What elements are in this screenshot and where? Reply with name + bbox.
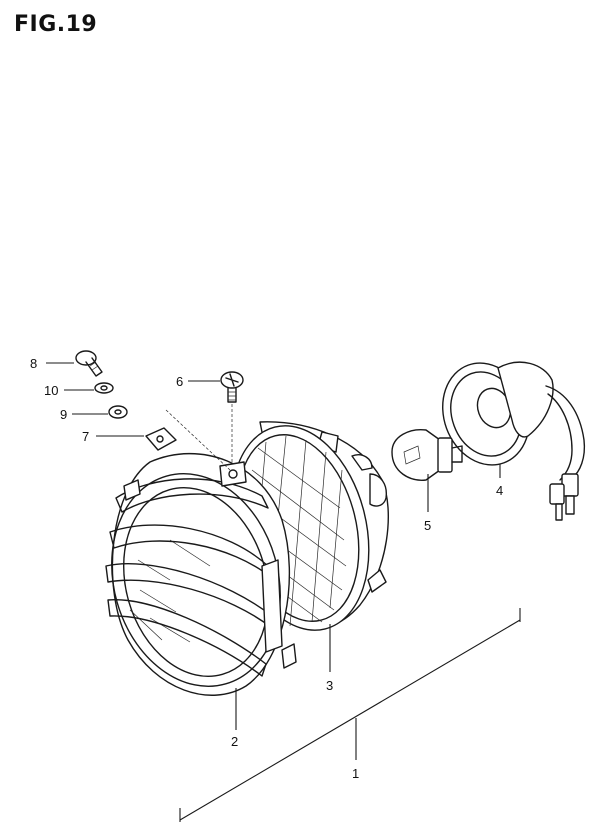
callout-labels: 8 10 9 7 6 4 5 3 2 1 <box>30 356 503 781</box>
screw-6-part[interactable] <box>220 371 244 462</box>
bulb-socket-part[interactable] <box>429 351 586 521</box>
callout-9: 9 <box>60 407 67 422</box>
callout-4: 4 <box>496 483 503 498</box>
callout-6: 6 <box>176 374 183 389</box>
callout-3: 3 <box>326 678 333 693</box>
bulb-part[interactable] <box>391 429 463 481</box>
figure-title: FIG.19 <box>14 12 98 37</box>
washer-9-part[interactable] <box>108 405 128 419</box>
leader-lines <box>46 362 521 822</box>
bolt-8-part[interactable] <box>75 350 103 377</box>
washer-10-part[interactable] <box>94 382 114 394</box>
callout-5: 5 <box>424 518 431 533</box>
callout-10: 10 <box>44 383 58 398</box>
callout-1: 1 <box>352 766 359 781</box>
callout-8: 8 <box>30 356 37 371</box>
callout-2: 2 <box>231 734 238 749</box>
nut-plate-7-part[interactable] <box>145 409 231 471</box>
headlight-guard-part[interactable] <box>87 453 304 707</box>
callout-7: 7 <box>82 429 89 444</box>
